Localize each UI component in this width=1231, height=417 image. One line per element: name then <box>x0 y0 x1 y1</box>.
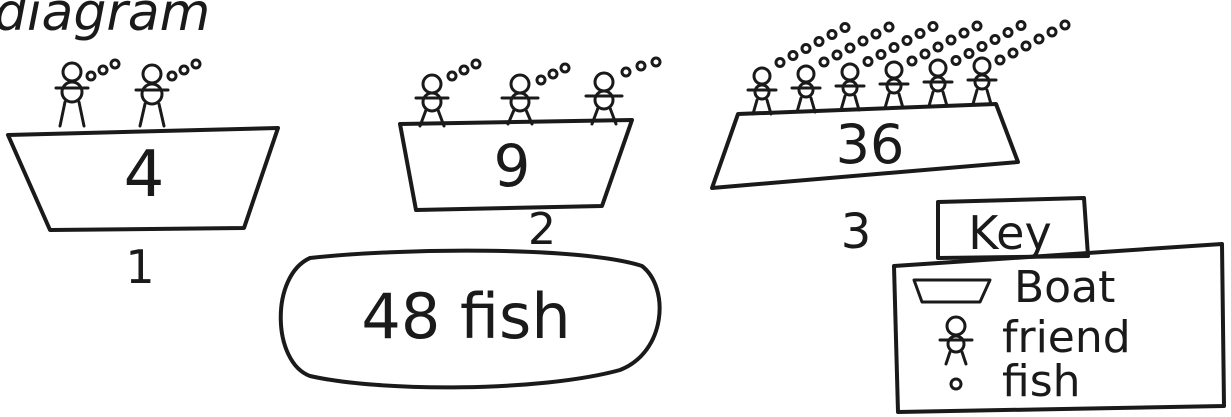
fish-icon <box>929 23 937 31</box>
fish-icon <box>973 22 981 30</box>
friend-icon <box>748 68 776 114</box>
fish-icon <box>1017 22 1025 30</box>
friend-icon <box>792 66 820 112</box>
fish-icon <box>549 70 557 78</box>
boat-2-fish <box>448 58 660 84</box>
fish-icon <box>833 51 841 59</box>
fish-icon <box>952 57 960 65</box>
fish-icon <box>1048 28 1056 36</box>
friend-icon <box>502 75 538 124</box>
fish-icon <box>192 60 200 68</box>
fish-icon <box>776 59 784 67</box>
fish-icon <box>448 72 456 80</box>
fish-icon <box>802 45 810 53</box>
fish-icon <box>820 58 828 66</box>
fish-icon <box>1004 29 1012 37</box>
fish-icon <box>890 44 898 52</box>
fish-icon <box>87 72 95 80</box>
key-item-boat-label: Boat <box>1014 262 1115 313</box>
fish-icon <box>978 43 986 51</box>
fish-icon <box>180 66 188 74</box>
boat-1-label: 1 <box>125 240 154 294</box>
fish-icon <box>864 58 872 66</box>
fish-icon <box>472 60 480 68</box>
fish-icon <box>561 64 569 72</box>
fish-icon <box>885 23 893 31</box>
fish-icon <box>991 36 999 44</box>
fish-icon <box>1022 42 1030 50</box>
boat-1-group: 4 1 <box>8 60 278 294</box>
fish-icon <box>877 51 885 59</box>
friend-icon <box>416 75 448 126</box>
fish-icon <box>99 66 107 74</box>
fish-icon <box>168 72 176 80</box>
fish-icon <box>460 66 468 74</box>
friend-icon <box>56 63 88 126</box>
friend-icon <box>136 65 168 126</box>
key-item-fish-label: fish <box>1002 356 1081 407</box>
fish-icon <box>916 30 924 38</box>
fish-icon <box>828 31 836 39</box>
boat-2-group: 9 2 <box>400 58 660 255</box>
fish-icon <box>846 44 854 52</box>
fish-icon <box>1009 49 1017 57</box>
fish-icon <box>921 50 929 58</box>
friend-icon <box>586 73 622 124</box>
boat-2-label: 2 <box>528 204 556 255</box>
friend-icon <box>880 62 908 108</box>
boat-2-friends <box>416 73 622 126</box>
boat-icon <box>914 280 990 302</box>
friend-icon <box>940 317 972 364</box>
boat-1-friends <box>56 63 168 126</box>
fish-icon <box>960 29 968 37</box>
fish-icon <box>934 43 942 51</box>
friend-icon <box>924 60 952 106</box>
key-title: Key <box>968 206 1051 260</box>
boat-3-label: 3 <box>841 204 872 260</box>
boat-2-number: 9 <box>494 132 531 200</box>
friend-icon <box>968 58 996 104</box>
fish-icon <box>537 76 545 84</box>
fish-icon <box>1035 35 1043 43</box>
fish-icon <box>1061 21 1069 29</box>
fish-icon <box>872 30 880 38</box>
boat-3-number: 36 <box>836 113 905 176</box>
fish-icon <box>996 56 1004 64</box>
fish-icon <box>859 37 867 45</box>
fish-icon <box>652 58 660 66</box>
fish-icon <box>111 60 119 68</box>
boat-1-number: 4 <box>124 138 165 212</box>
fish-icon <box>908 57 916 65</box>
answer-text: 48 fish <box>361 280 570 353</box>
fish-icon <box>789 52 797 60</box>
fish-icon <box>841 24 849 32</box>
answer-group: 48 fish <box>281 251 660 388</box>
fish-icon <box>947 36 955 44</box>
fish-icon <box>815 38 823 46</box>
fish-icon <box>622 68 630 76</box>
boat-3-fish <box>776 21 1069 67</box>
fish-icon <box>965 50 973 58</box>
fish-icon <box>637 62 645 70</box>
friend-icon <box>836 64 864 110</box>
heading-text: diagram <box>0 0 210 43</box>
fish-icon <box>903 37 911 45</box>
fish-icon <box>951 379 961 389</box>
key-legend: Key Boat friend fish <box>894 198 1224 412</box>
